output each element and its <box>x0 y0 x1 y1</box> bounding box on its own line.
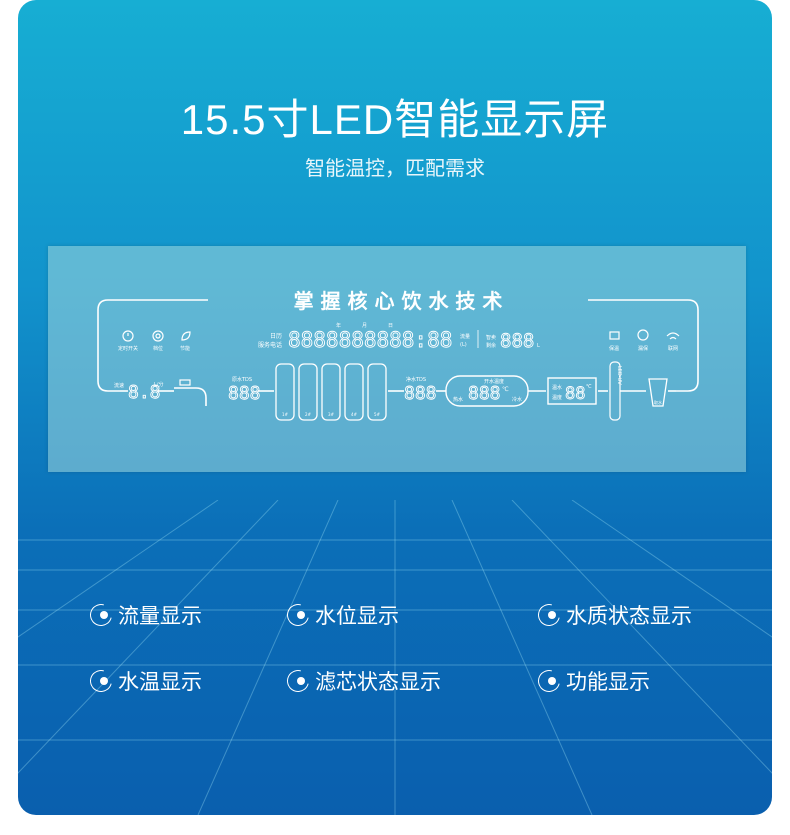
led-display-panel: 掌 握 核 心 饮 水 技 术 定时开关 档位 节能 日历 服务电话 年 月 日… <box>48 246 746 472</box>
feature-label: 滤芯状态显示 <box>315 670 441 694</box>
perspective-grid <box>18 500 772 815</box>
feature-label: 水位显示 <box>315 604 399 628</box>
flow-label: 流量 <box>460 333 470 340</box>
warm-temp-digits: 88 <box>565 384 585 404</box>
smart-unit: L <box>537 343 540 349</box>
page-title: 15.5寸LED智能显示屏 <box>180 96 610 143</box>
filter-cartridges <box>275 363 387 421</box>
feature-label: 功能显示 <box>566 670 650 694</box>
banner-text: 掌 握 核 心 饮 水 技 术 <box>294 289 503 313</box>
feature-flow: 流量显示 <box>90 600 202 630</box>
service-phone-label: 服务电话 <box>258 341 282 349</box>
uv-label: LED-UV <box>616 366 622 385</box>
smart-digits: 888 <box>500 330 534 352</box>
toggle-icon <box>287 670 309 692</box>
feature-water-quality: 水质状态显示 <box>538 600 692 630</box>
cup-keep-warm-icon <box>609 331 620 340</box>
warm-temp-label: 温度 <box>552 394 562 401</box>
smart-label: 智卖 <box>486 334 496 341</box>
filter-label-4: 4# <box>351 412 358 417</box>
gear-label: 档位 <box>153 345 163 352</box>
cold-water-label: 冷水 <box>512 396 522 403</box>
feature-label: 流量显示 <box>118 604 202 628</box>
flow-unit: (L) <box>460 342 467 348</box>
gear-icon <box>152 330 164 342</box>
keep-warm-label: 保温 <box>609 345 619 352</box>
leaf-icon <box>181 331 191 341</box>
feature-filter-status: 滤芯状态显示 <box>287 666 441 696</box>
cup-icon <box>648 378 668 407</box>
toggle-icon <box>90 670 112 692</box>
faucet-icon <box>179 379 191 386</box>
feature-label: 水质状态显示 <box>566 604 692 628</box>
raw-tds-digits: 888 <box>228 383 261 404</box>
leaf-label: 节能 <box>180 345 190 352</box>
day-label: 日 <box>388 323 393 329</box>
boil-temp-unit: ℃ <box>502 386 509 393</box>
toggle-icon <box>90 604 112 626</box>
timer-label: 定时开关 <box>118 345 138 352</box>
flow-rate-label: 流速 <box>114 382 124 389</box>
page-subtitle: 智能温控，匹配需求 <box>305 156 485 180</box>
boil-temp-digits: 888 <box>468 383 501 404</box>
raw-tds-label: 原水TDS <box>232 376 252 383</box>
warm-water-label: 温水 <box>552 384 562 391</box>
timer-icon <box>122 330 134 342</box>
product-card: 15.5寸LED智能显示屏 智能温控，匹配需求 掌 握 核 心 饮 水 技 术 … <box>18 0 772 815</box>
hot-water-label: 热水 <box>453 396 463 403</box>
remaining-label: 剩余 <box>486 342 496 349</box>
flow-rate-digits: 8.8 <box>128 382 161 403</box>
toggle-icon <box>538 670 560 692</box>
boil-temp-label: 开水温度 <box>484 378 504 385</box>
leak-label: 漏保 <box>638 345 648 352</box>
pure-tds-label: 净水TDS <box>406 376 426 383</box>
cup-label: 取水 <box>654 399 662 405</box>
feature-function: 功能显示 <box>538 666 650 696</box>
feature-label: 水温显示 <box>118 670 202 694</box>
calendar-label: 日历 <box>270 333 282 340</box>
filter-label-1: 1# <box>282 412 289 417</box>
warm-temp-unit: ℃ <box>586 384 592 390</box>
toggle-icon <box>538 604 560 626</box>
filter-label-3: 3# <box>328 412 335 417</box>
feature-water-temp: 水温显示 <box>90 666 202 696</box>
leak-protect-icon <box>637 329 649 341</box>
month-label: 月 <box>362 323 367 329</box>
filter-label-5: 5# <box>374 412 381 417</box>
year-label: 年 <box>336 322 341 329</box>
toggle-icon <box>287 604 309 626</box>
main-digits: 8888888888:88 <box>288 328 452 352</box>
pure-tds-digits: 888 <box>404 383 437 404</box>
wifi-icon <box>666 332 680 340</box>
filter-label-2: 2# <box>305 412 312 417</box>
feature-water-level: 水位显示 <box>287 600 399 630</box>
flow-rate-unit: L/分 <box>154 381 163 388</box>
network-label: 联网 <box>668 345 678 352</box>
